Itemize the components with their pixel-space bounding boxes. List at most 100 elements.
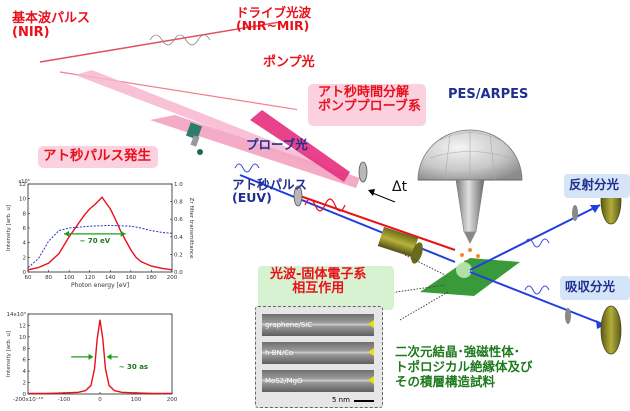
chart1-ytick-label: 0 (23, 270, 27, 276)
chart2-annotation-arrow-left (88, 353, 94, 360)
focusing-optic (377, 226, 423, 264)
probe-waveform (234, 163, 260, 173)
chart2-frame (27, 313, 173, 395)
reflected-arrow (590, 205, 600, 213)
absorption-highlight (560, 276, 630, 300)
chart2-ytick-label: 12 (19, 323, 26, 329)
pes-arpes-label: PES/ARPES (448, 87, 529, 102)
chart1-ytick-label: 6 (23, 226, 27, 232)
tem-image-2 (262, 342, 374, 364)
fundamental-pulse-line2: (NIR) (12, 24, 50, 40)
chart1-xtick-label: 120 (84, 275, 95, 281)
chart2-xtick-label: 0 (98, 397, 102, 403)
fundamental-pulse-label: 基本波パルス (NIR) (12, 12, 90, 39)
chart2-ytick-label: 4 (23, 369, 27, 375)
grating-reflect (572, 205, 578, 221)
chart1-y2tick-label: 0.8 (174, 200, 183, 206)
tem-marker-1 (368, 320, 374, 328)
sample-line2: トポロジカル絶縁体及び (395, 359, 533, 374)
pump-beam-2 (150, 115, 360, 188)
chart2-ytick-label: 14x10³ (7, 311, 26, 318)
chart1-xtick-label: 180 (146, 275, 157, 281)
chart1-ytick-label: 10 (19, 197, 26, 203)
tem-label-3: MoS2/MgO (265, 377, 303, 385)
sample-description: 二次元結晶･強磁性体･ トポロジカル絶縁体及び その積層構造試料 (395, 344, 533, 389)
hhg-source-icon (185, 122, 203, 155)
chart1-frame (27, 183, 173, 273)
chart2-ytick-label: 8 (23, 346, 27, 352)
chart1-annotation-arrow-left (64, 230, 69, 237)
chart2-annotation: ~ 30 as (119, 363, 148, 371)
chart2-xtick-label: 200 (167, 397, 178, 403)
focus-mirror (293, 185, 303, 207)
chart1-y2tick-label: 0.4 (174, 235, 183, 241)
pump-to-delay-beam (250, 110, 350, 182)
delay-mirror (358, 161, 368, 183)
tem-image-3 (262, 370, 374, 392)
pump-beam (75, 70, 320, 168)
chart1-xtick-label: 160 (126, 275, 137, 281)
chart2-ylabel: Intensity [arb. u] (6, 331, 12, 377)
interaction-highlight (258, 266, 394, 310)
chart1-ylabel: Intensity [arb. u] (6, 205, 12, 251)
chart1-y2tick-label: 1.0 (174, 182, 183, 188)
pump-probe-highlight (308, 84, 426, 126)
chart2-ytick-label: 10 (19, 335, 26, 341)
tem-marker-3 (368, 376, 374, 384)
tem-scale-bar (354, 400, 374, 402)
delay-arrow-head (368, 189, 375, 196)
chart1-xtick-label: 140 (105, 275, 116, 281)
chart2-xtick-label: -200x10⁻¹⁸ (13, 396, 44, 403)
chart1-xtick-label: 60 (25, 275, 32, 281)
sample-line3: その積層構造試料 (395, 374, 496, 389)
chart2-ytick-label: 6 (23, 358, 27, 364)
reflection-highlight (564, 174, 630, 198)
chart1-ytick-label: 4 (23, 241, 27, 247)
interaction-line1: 光波-固体電子系 (270, 267, 367, 282)
chart2-series-pulse (28, 319, 172, 395)
chart1-series-spectrum (27, 196, 173, 271)
pump-probe-line2: ポンププローブ系 (318, 98, 421, 114)
chart2-xtick-label: -100 (58, 397, 71, 403)
tem-scale-label: 5 nm (332, 396, 350, 404)
chart2-annotation-arrow-right (106, 353, 112, 360)
tem-label-1: graphene/SiC (265, 321, 313, 329)
interaction-label: 光波-固体電子系 相互作用 (270, 268, 366, 295)
chart1-xtick-label: 100 (64, 275, 75, 281)
grating-absorb (565, 308, 571, 324)
pulse-generation-label: アト秒パルス発生 (43, 148, 151, 164)
tem-marker-2 (368, 348, 374, 356)
reflection-label: 反射分光 (569, 177, 620, 192)
pump-light-label: ポンプ光 (263, 55, 315, 70)
pump-probe-label: アト秒時間分解 ポンププローブ系 (318, 86, 421, 113)
delay-arrow (369, 191, 396, 203)
chart1-y2tick-label: 0.2 (174, 252, 183, 258)
transmitted-arrow (596, 320, 605, 329)
chart1-xtick-label: 200 (167, 275, 178, 281)
attosecond-pulse-line1: アト秒パルス (232, 177, 308, 192)
leader-line-1 (404, 254, 446, 276)
fundamental-beam (39, 21, 281, 63)
attosecond-waveform (304, 198, 346, 212)
fundamental-wave-packet (149, 34, 211, 46)
chart1-y2label: Zr filter transmittance (188, 198, 194, 260)
delta-t-label: Δt (392, 179, 408, 195)
attosecond-pulse-label: アト秒パルス (EUV) (232, 178, 307, 204)
chart2-ytick-label: 2 (23, 381, 27, 387)
arpes-analyzer (417, 129, 523, 244)
chart2-xtick-label: 100 (131, 397, 142, 403)
chart1-ytick-label: 8 (23, 211, 27, 217)
interaction-line2: 相互作用 (292, 280, 345, 296)
transmitted-waveform (524, 285, 550, 295)
absorption-label: 吸収分光 (565, 279, 616, 294)
transmitted-beam (469, 271, 606, 326)
chart1-xtick-label: 80 (45, 275, 52, 281)
chart1-ytick-label: 2 (23, 255, 27, 261)
chart1-y2tick-label: 0.0 (174, 270, 183, 276)
fundamental-pulse-line1: 基本波パルス (12, 11, 91, 26)
detector-absorption (600, 305, 622, 355)
pulse-to-sample-beam (299, 195, 456, 251)
